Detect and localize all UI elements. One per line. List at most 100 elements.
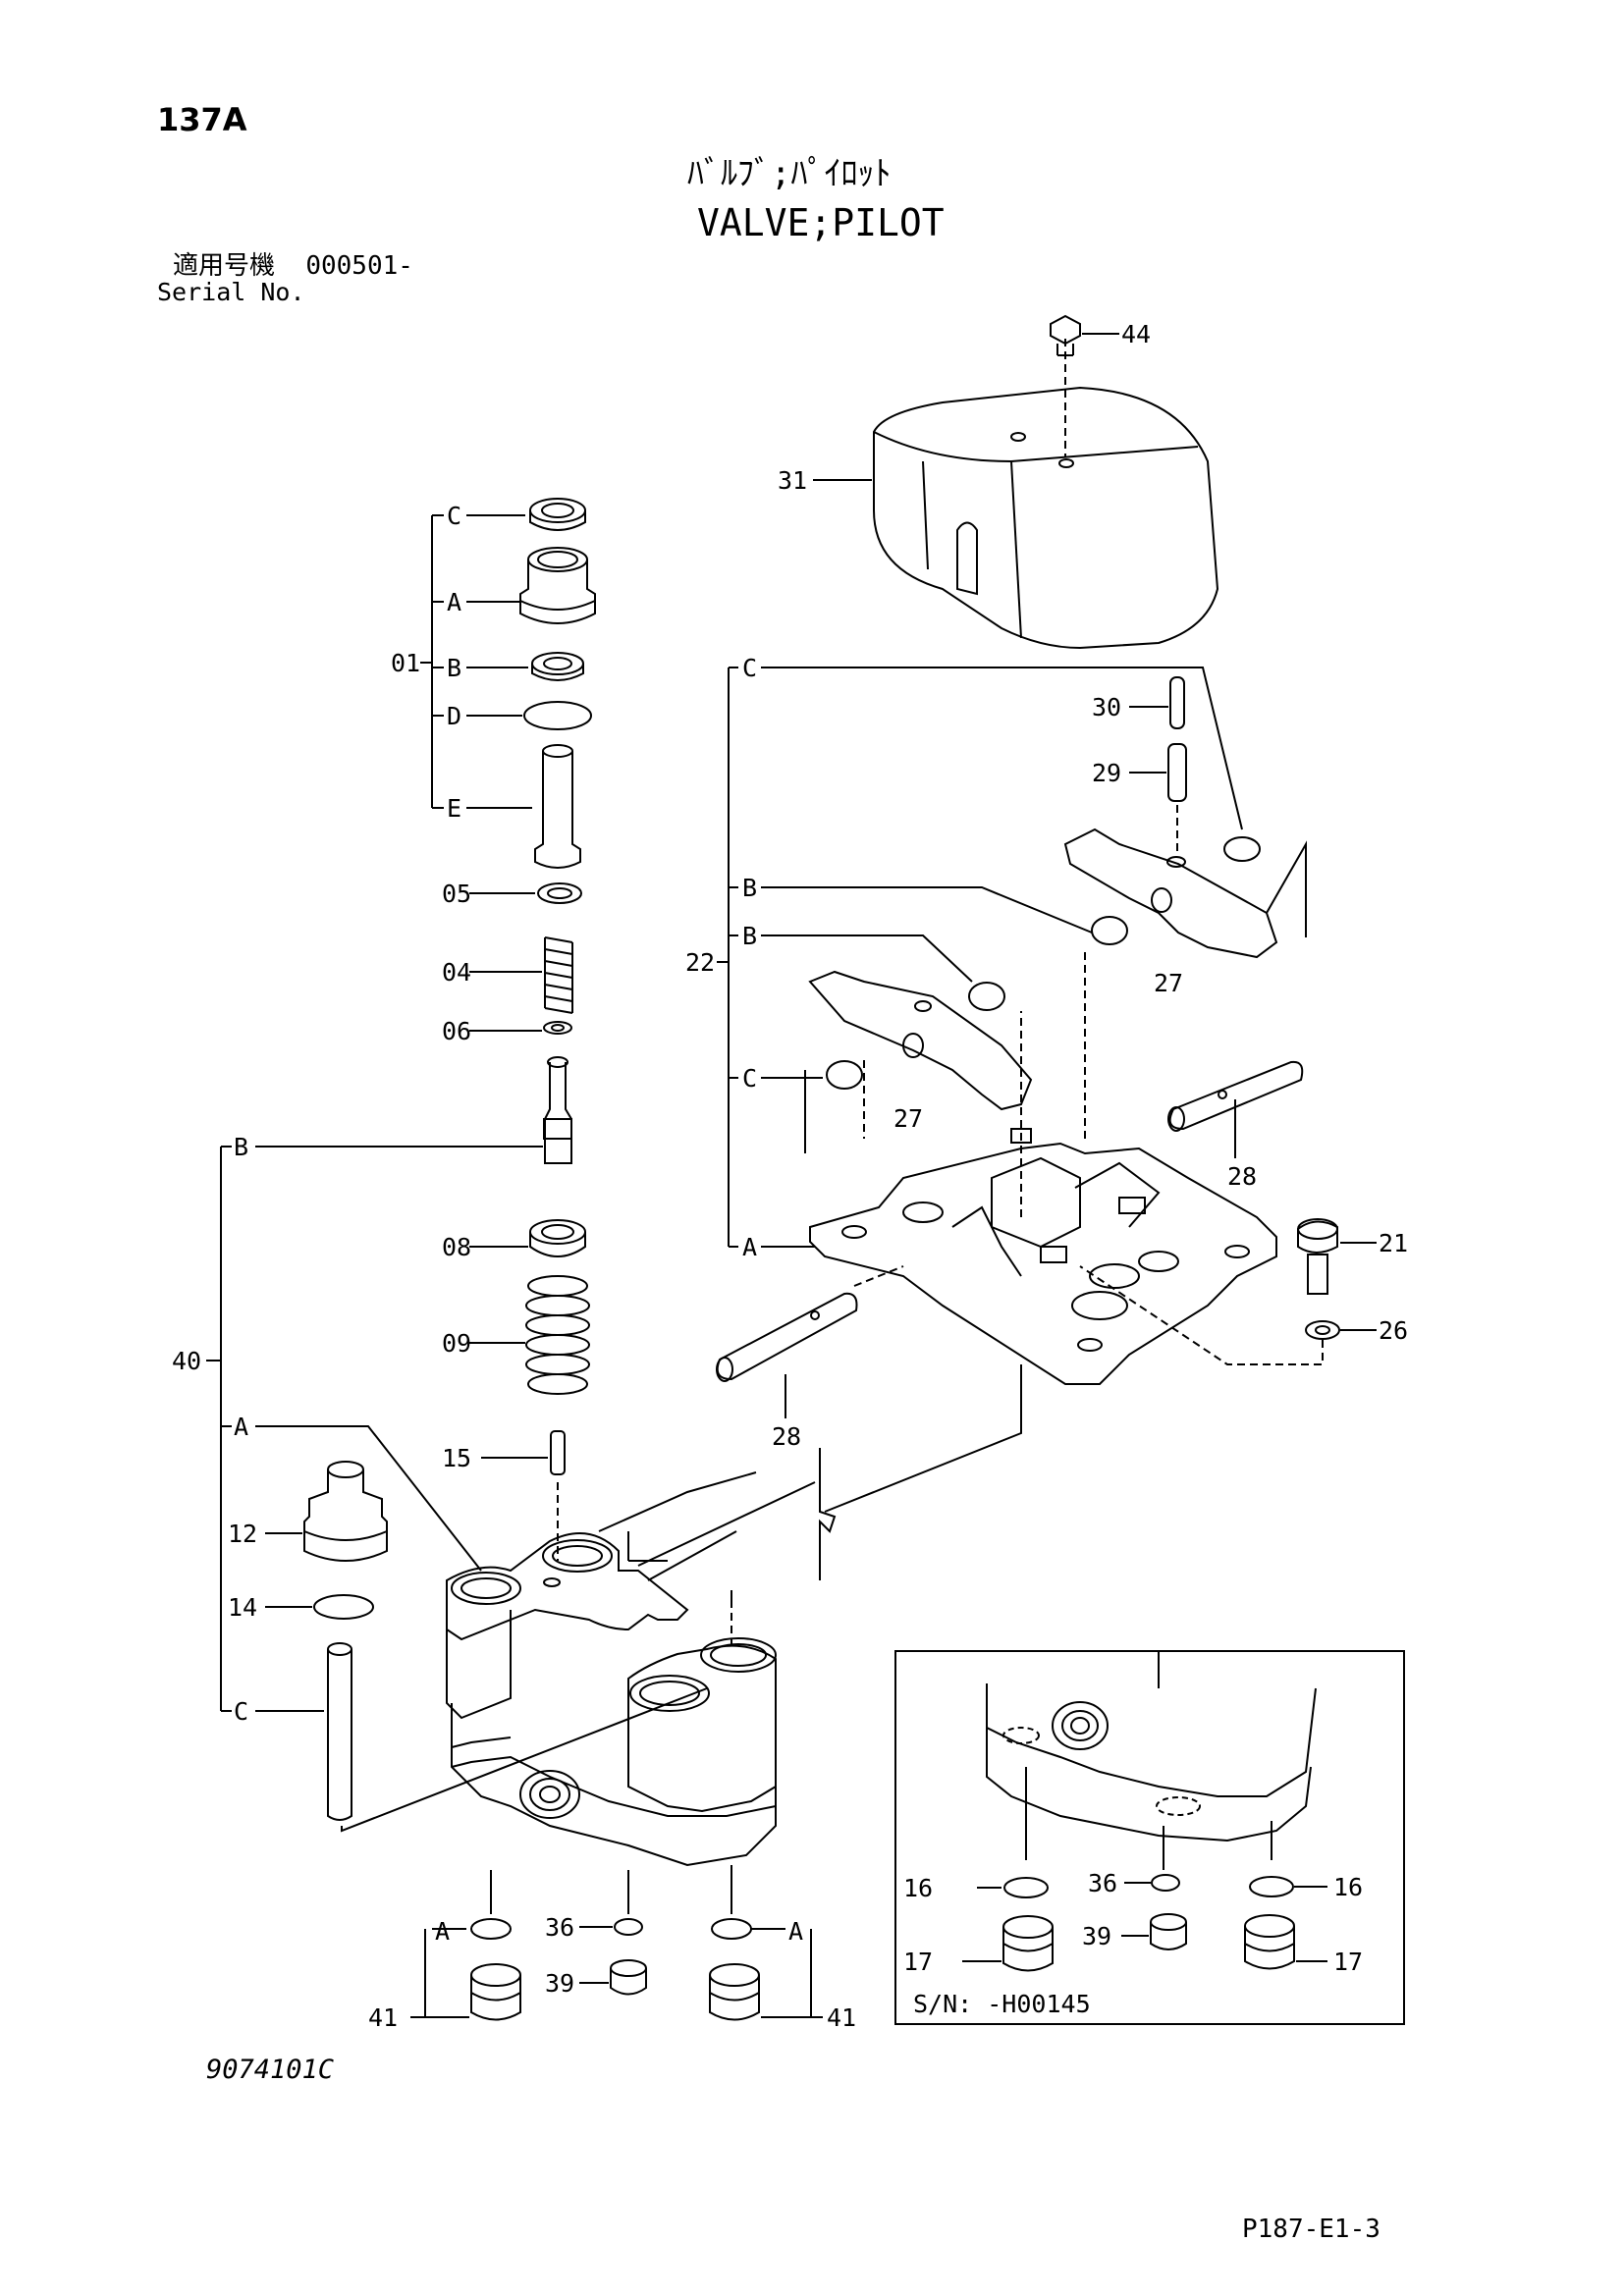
inset-callout-17-left: 17 [903,1948,933,1976]
serial-label-jp-text: 適用号機 [173,251,276,281]
callout-40-c: C [234,1697,248,1726]
callout-08: 08 [442,1233,471,1261]
callout-36: 36 [545,1913,574,1942]
inset-callout-39: 39 [1082,1922,1111,1950]
callout-01: 01 [391,649,420,677]
inset-callout-16-right: 16 [1333,1873,1363,1901]
spool-part-40B [543,1056,572,1164]
callout-29: 29 [1092,759,1121,787]
callout-39: 39 [545,1969,574,1998]
bolt-part-21 [1297,1218,1377,1295]
callout-09: 09 [442,1329,471,1358]
callout-41-a-right: A [788,1917,803,1946]
callout-01-e: E [447,794,461,823]
inset-callout-36: 36 [1088,1869,1117,1897]
callout-41-right: 41 [827,2003,856,2032]
callout-26: 26 [1379,1316,1408,1345]
callout-04: 04 [442,958,471,987]
callout-31: 31 [778,466,807,495]
pin-part-29 [1129,743,1187,854]
cover-part-31 [873,339,1219,650]
callout-15: 15 [442,1444,471,1472]
serial-value: 000501- [305,251,413,281]
page-number: 137A [157,101,247,138]
washer-part-06 [469,1021,572,1035]
oring-part-41A-left [470,1918,512,1940]
serial-label-english: Serial No. [157,278,305,306]
callout-01-a: A [447,588,461,616]
plunger-part-01E [534,744,581,869]
spring-part-09 [469,1275,590,1395]
pin-part-28-left [716,1265,904,1418]
callout-41-left: 41 [368,2003,398,2032]
callout-01-d: D [447,702,461,730]
inset-callout-16-left: 16 [903,1874,933,1902]
title-japanese: ﾊﾞﾙﾌﾞ;ﾊﾟｲﾛｯﾄ [687,154,892,193]
callout-06: 06 [442,1017,471,1045]
callout-27-left: 27 [893,1104,923,1133]
bracket-22 [717,667,738,1248]
callout-22-c-lower: C [742,1064,757,1093]
inset-oring-36 [1124,1874,1180,1892]
base-plate-part-22A [809,1128,1277,1385]
drawing-number: 9074101C [206,2055,335,2085]
callout-12: 12 [228,1520,257,1548]
spring-part-04 [469,936,573,1014]
callout-30: 30 [1092,693,1121,721]
bracket-01 [420,514,532,809]
plug-part-41-right [709,1963,760,2021]
callout-28-left: 28 [772,1422,801,1451]
bolt-part-44 [1050,314,1119,356]
callout-22-a: A [742,1233,757,1261]
pin-part-30 [1129,676,1185,729]
lever-left [808,970,1033,1139]
callout-40-b: B [234,1133,248,1161]
inset-serial-note: S/N: -H00145 [913,1990,1091,2018]
inset-plug-17-left [962,1915,1054,1972]
callout-22: 22 [685,948,715,977]
callout-01-b: B [447,654,461,682]
plug-part-39 [579,1959,647,1996]
seal-part-01C [529,498,586,531]
callout-28-right: 28 [1227,1162,1257,1191]
inset-oring-16-left [977,1877,1049,1898]
inset-plug-17-right [1244,1914,1327,1970]
pin-part-28-right [1167,1060,1304,1158]
callout-22-b-lower: B [742,922,757,950]
ring-part-05 [469,882,582,904]
bracket-40 [206,1146,543,1712]
pin-part-40C [327,1642,352,1821]
plug-part-41-left [470,1963,521,2021]
sleeve-part-01A [519,547,596,624]
inset-callout-17-right: 17 [1333,1948,1363,1976]
pin-part-15 [481,1430,566,1475]
callout-22-b-upper: B [742,874,757,902]
callout-05: 05 [442,880,471,908]
footer-page-code: P187-E1-3 [1242,2215,1380,2244]
callout-41-a-left: A [435,1917,450,1946]
callout-22-c-upper: C [742,654,757,682]
seat-part-08 [469,1219,586,1257]
title-english: VALVE;PILOT [697,201,945,244]
callout-44: 44 [1121,320,1151,348]
valve-body-part-40A [446,1471,777,1867]
plug-part-12 [265,1461,388,1562]
callout-40-a: A [234,1413,248,1441]
callout-01-c: C [447,502,461,530]
inset-oring-16-right [1249,1876,1327,1897]
serial-label-japanese: 適用号機 000501- [173,253,413,279]
seal-part-01B [531,652,584,681]
callout-40: 40 [172,1347,201,1375]
oring-part-36 [614,1918,643,1936]
oring-part-14 [265,1594,374,1620]
callout-27-right: 27 [1154,969,1183,997]
callout-21: 21 [1379,1229,1408,1257]
oring-part-41A-right [711,1918,752,1940]
inset-plug-39 [1121,1913,1187,1950]
callout-14: 14 [228,1593,257,1622]
washer-part-26 [1079,1265,1377,1365]
oring-part-01D [523,701,592,730]
lever-right [1063,828,1307,959]
